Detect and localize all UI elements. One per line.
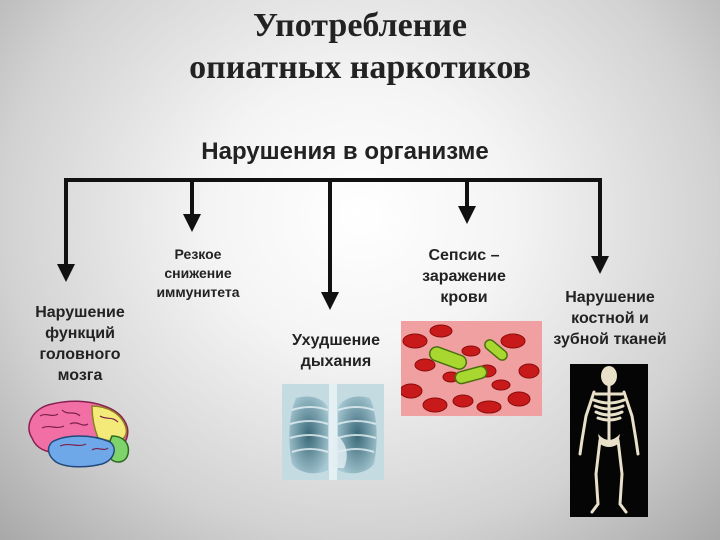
chest-xray-image	[282, 384, 384, 480]
arrow-5	[591, 178, 609, 274]
title-line-2: опиатных наркотиков	[189, 49, 531, 86]
brain-image	[28, 400, 130, 468]
label-bones: Нарушение костной и зубной тканей	[553, 289, 667, 348]
label-immunity: Резкое снижение иммунитета	[156, 246, 240, 300]
label-breathing: Ухудшение дыхания	[292, 332, 380, 370]
skeleton-image	[570, 364, 648, 517]
arrow-3	[321, 178, 339, 310]
arrow-2	[183, 178, 201, 232]
subtitle: Нарушения в организме	[201, 138, 489, 165]
label-sepsis: Сепсис – заражение крови	[422, 247, 506, 306]
title-line-1: Употребление	[252, 7, 467, 44]
arrow-4	[458, 178, 476, 224]
blood-bacteria-image	[401, 321, 542, 416]
label-brain: Нарушение функций головного мозга	[35, 304, 125, 384]
arrow-1	[57, 178, 75, 282]
